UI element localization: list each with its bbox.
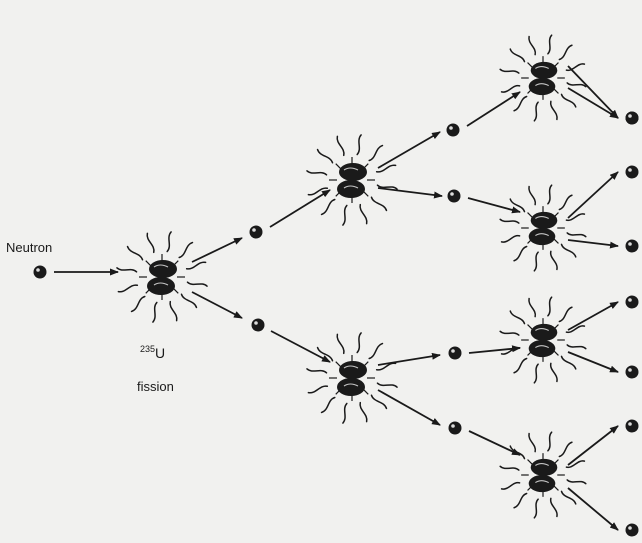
arrow-icon bbox=[378, 390, 440, 425]
neutron-icon bbox=[250, 226, 263, 239]
fission-nucleus-icon bbox=[500, 35, 586, 121]
neutron-icon bbox=[449, 422, 462, 435]
arrow-icon bbox=[378, 355, 440, 365]
fission-nucleus-icon bbox=[500, 432, 586, 518]
arrow-icon bbox=[192, 292, 242, 318]
arrow-icon bbox=[469, 431, 520, 455]
arrow-icon bbox=[192, 238, 242, 262]
arrow-icon bbox=[378, 132, 440, 168]
arrow-icon bbox=[568, 240, 618, 246]
fission-nucleus-icon bbox=[307, 333, 397, 423]
neutron-icon bbox=[626, 524, 639, 537]
arrow-icon bbox=[378, 188, 442, 196]
neutron-icon bbox=[626, 296, 639, 309]
fission-nucleus-icon bbox=[500, 297, 586, 383]
uranium-235-label: 235U bbox=[140, 345, 165, 360]
neutron-icon bbox=[626, 366, 639, 379]
arrow-icon bbox=[568, 172, 618, 218]
arrow-icon bbox=[467, 92, 520, 126]
fission-label: fission bbox=[137, 380, 174, 393]
fission-nucleus-icon bbox=[117, 232, 207, 322]
neutron-icon bbox=[626, 112, 639, 125]
neutron-icon bbox=[448, 190, 461, 203]
mass-number: 235 bbox=[140, 344, 155, 354]
neutron-icon bbox=[449, 347, 462, 360]
arrow-icon bbox=[568, 426, 618, 465]
arrow-icon bbox=[468, 198, 520, 212]
element-symbol: U bbox=[155, 345, 165, 361]
neutron-icon bbox=[626, 166, 639, 179]
arrow-icon bbox=[568, 488, 618, 530]
arrow-icon bbox=[568, 302, 618, 330]
neutron-icon bbox=[34, 266, 47, 279]
neutron-icon bbox=[626, 420, 639, 433]
neutron-icon bbox=[626, 240, 639, 253]
arrow-icon bbox=[270, 190, 330, 227]
arrow-icon bbox=[271, 331, 330, 362]
neutron-label: Neutron bbox=[6, 241, 52, 254]
fission-nucleus-icon bbox=[500, 185, 586, 271]
fission-nucleus-icon bbox=[307, 135, 397, 225]
neutron-icon bbox=[252, 319, 265, 332]
neutron-icon bbox=[447, 124, 460, 137]
